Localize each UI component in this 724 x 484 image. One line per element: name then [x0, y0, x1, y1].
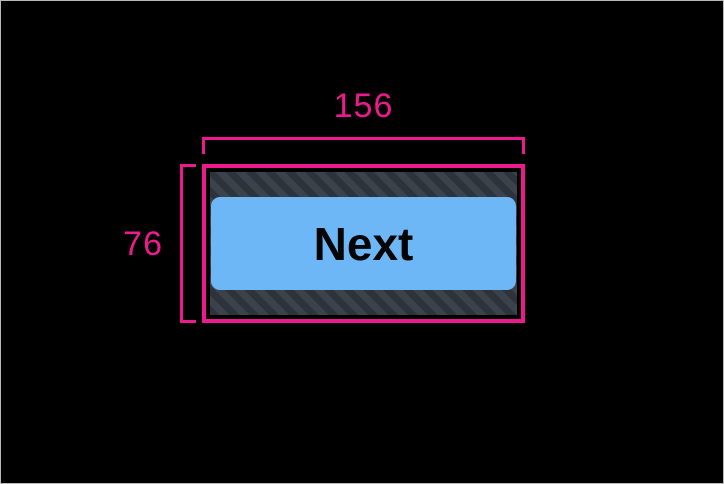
element-bounds-highlight: Next — [202, 164, 525, 323]
width-measurement-label: 156 — [333, 87, 394, 125]
next-button[interactable]: Next — [211, 197, 516, 290]
width-dimension-bracket — [202, 137, 525, 154]
next-button-label: Next — [313, 217, 414, 270]
height-dimension-bracket — [180, 164, 196, 323]
height-measurement-label: 76 — [123, 224, 163, 263]
padding-hatch-region: Next — [210, 172, 517, 315]
